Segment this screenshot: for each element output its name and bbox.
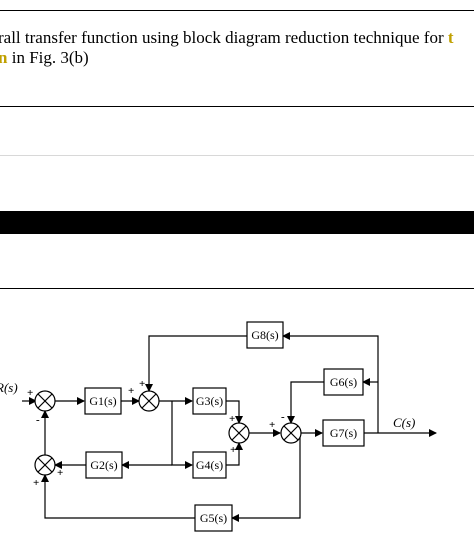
section-divider-1 [0, 106, 474, 107]
wire-g4-s3 [226, 442, 243, 466]
sign-s5-right: + [57, 467, 63, 479]
block-g7-label: G7(s) [330, 426, 357, 440]
summing-junction-3 [228, 422, 250, 444]
top-rule [0, 10, 474, 11]
question-line-1-text: rall transfer function using block diagr… [0, 28, 448, 47]
block-g6: G6(s) [323, 368, 364, 396]
question-line-1: rall transfer function using block diagr… [0, 28, 474, 48]
block-g4-label: G4(s) [196, 458, 223, 472]
sign-s1-in: + [27, 387, 33, 399]
sign-s4-top: - [281, 411, 285, 423]
wire-g5-s5 [41, 474, 195, 519]
block-g2: G2(s) [85, 451, 123, 479]
question-line-2-cut: n [0, 48, 8, 67]
block-g4: G4(s) [192, 451, 227, 479]
wire-feedback-g8 [282, 332, 379, 433]
sign-s2-left: + [128, 385, 134, 397]
block-g5-label: G5(s) [200, 511, 227, 525]
block-diagram: G1(s) G2(s) G3(s) G4(s) G5(s) G6(s) G7(s… [0, 321, 437, 532]
block-g1-label: G1(s) [89, 394, 116, 408]
summing-junction-4 [280, 422, 302, 444]
question-text: rall transfer function using block diagr… [0, 28, 474, 68]
sign-s1-fb: - [36, 414, 40, 426]
block-g8: G8(s) [246, 321, 284, 349]
wire-feedback-g5 [231, 433, 301, 522]
sign-s4-left: + [269, 419, 275, 431]
question-line-1-cut: t [447, 28, 454, 47]
summing-junction-1 [34, 390, 56, 412]
sign-s5-bottom: + [33, 477, 39, 489]
block-g8-label: G8(s) [251, 328, 278, 342]
block-g5: G5(s) [194, 504, 233, 532]
wire-g3-s3 [226, 400, 243, 424]
summing-junction-5 [34, 454, 56, 476]
input-label: R(s) [0, 380, 18, 395]
summing-junction-2 [138, 390, 160, 412]
output-label: C(s) [393, 415, 415, 430]
block-g3-label: G3(s) [196, 394, 223, 408]
question-line-2-text: in Fig. 3(b) [7, 48, 89, 67]
question-line-2: n in Fig. 3(b) [0, 48, 474, 68]
wire-g8-s2 [145, 335, 247, 392]
block-g1: G1(s) [84, 387, 122, 415]
sign-s3-top: + [229, 413, 235, 425]
black-banner [0, 211, 474, 234]
wire-g6-s4 [287, 381, 324, 424]
section-divider-2 [0, 288, 474, 289]
wire-branch-g4 [171, 401, 193, 469]
sign-s3-bottom: + [230, 444, 236, 456]
block-g3: G3(s) [192, 387, 227, 415]
block-g7: G7(s) [322, 419, 365, 447]
sign-s2-top: + [139, 378, 145, 390]
block-g6-label: G6(s) [330, 375, 357, 389]
block-g2-label: G2(s) [90, 458, 117, 472]
section-divider-faint [0, 155, 474, 156]
